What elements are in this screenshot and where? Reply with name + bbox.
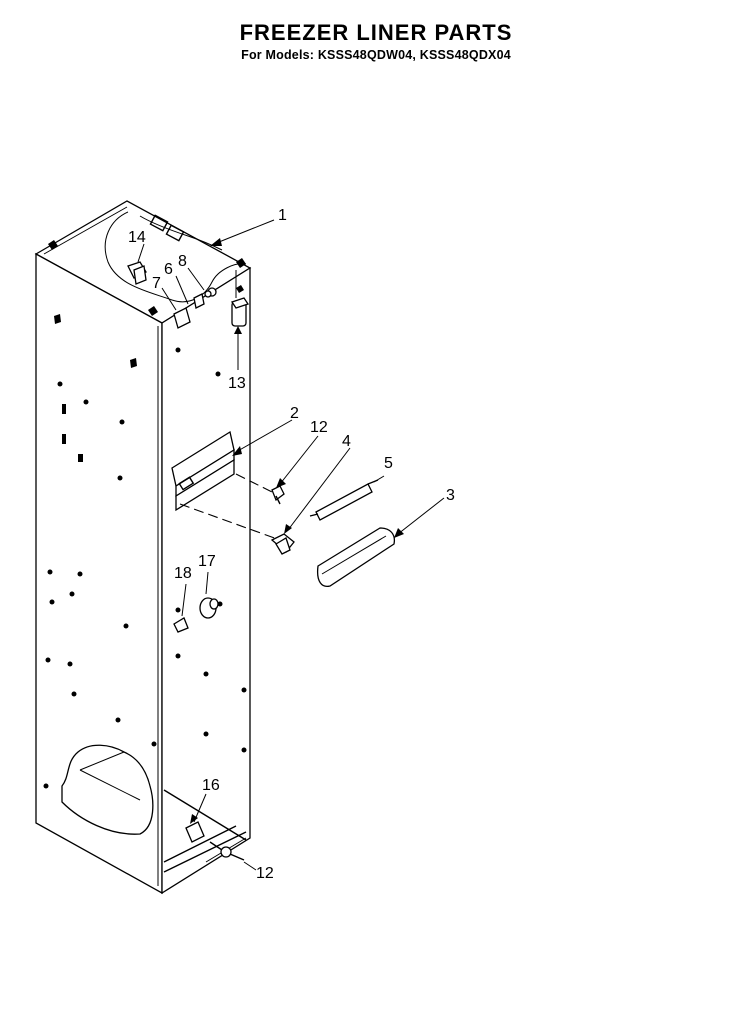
- part-16-bracket: [185, 821, 205, 843]
- part-4-holder: [270, 533, 295, 555]
- part-12-screw-upper: [271, 485, 285, 505]
- callout-14: 14: [128, 229, 146, 246]
- callout-13: 13: [228, 375, 246, 392]
- parts-6-7-8-fasteners: [173, 287, 217, 329]
- callout-17: 17: [198, 553, 216, 570]
- callout-12-upper: 12: [310, 419, 328, 436]
- parts-17-18-knob: [173, 597, 219, 633]
- callout-6: 6: [164, 261, 173, 278]
- page-title: FREEZER LINER PARTS: [239, 20, 513, 45]
- callout-16: 16: [202, 777, 220, 794]
- part-12-screw-lower: [209, 841, 245, 861]
- callout-3: 3: [446, 487, 455, 504]
- part-14-clip: [127, 261, 147, 285]
- model-subtitle: For Models: KSSS48QDW04, KSSS48QDX04: [241, 48, 511, 62]
- callout-8: 8: [178, 253, 187, 270]
- assembly-line-holder: [179, 503, 281, 541]
- leader-lines: [137, 219, 445, 871]
- part-5-bulb: [309, 479, 379, 521]
- callout-1: 1: [278, 207, 287, 224]
- callout-2: 2: [290, 405, 299, 422]
- part-13-clip: [230, 270, 250, 327]
- callout-12-lower: 12: [256, 865, 274, 882]
- callout-18: 18: [174, 565, 192, 582]
- part-3-cover: [316, 527, 396, 588]
- part-2-bracket: [171, 430, 235, 512]
- freezer-liner-box: [34, 200, 252, 895]
- callout-5: 5: [384, 455, 393, 472]
- callout-7: 7: [152, 275, 161, 292]
- callout-4: 4: [342, 433, 351, 450]
- assembly-line-screw: [235, 473, 273, 493]
